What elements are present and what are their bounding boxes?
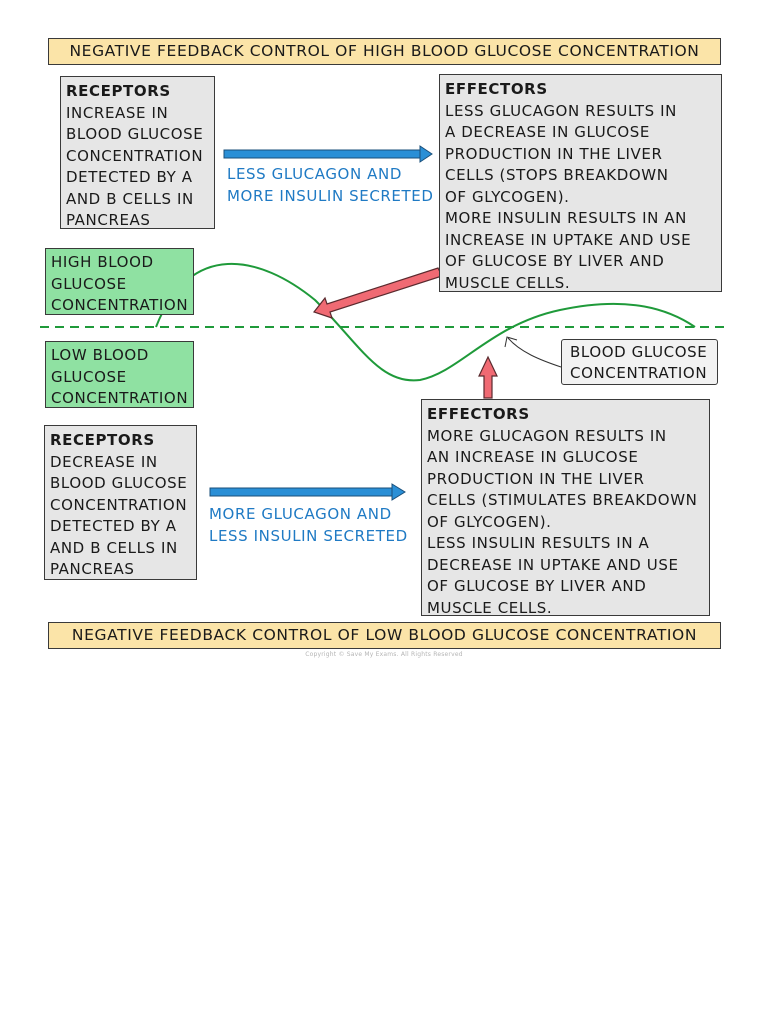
high-effectors-box: EFFECTORS LESS GLUCAGON RESULTS IN A DEC… xyxy=(439,74,722,292)
low-glucose-state: LOW BLOOD GLUCOSE CONCENTRATION xyxy=(45,341,194,408)
high-state-line: CONCENTRATION xyxy=(51,296,189,314)
high-receptors-box: RECEPTORS INCREASE IN BLOOD GLUCOSE CONC… xyxy=(60,76,215,229)
low-arrow-label-line: LESS INSULIN SECRETED xyxy=(209,526,408,545)
low-effectors-line: MUSCLE CELLS. xyxy=(427,598,553,617)
blood-glucose-curve xyxy=(155,263,696,382)
low-effectors-line: LESS INSULIN RESULTS IN A xyxy=(427,534,650,552)
high-effectors-line: PRODUCTION IN THE LIVER xyxy=(445,144,663,163)
bottom-banner: NEGATIVE FEEDBACK CONTROL OF LOW BLOOD G… xyxy=(48,622,721,649)
top-banner: NEGATIVE FEEDBACK CONTROL OF HIGH BLOOD … xyxy=(48,38,721,65)
high-receptors-line: PANCREAS xyxy=(66,211,151,229)
low-effectors-box: EFFECTORS MORE GLUCAGON RESULTS IN AN IN… xyxy=(421,399,710,617)
low-state-line: CONCENTRATION xyxy=(51,389,189,407)
high-effectors-title: EFFECTORS xyxy=(445,80,548,98)
low-effectors-line: OF GLUCOSE BY LIVER AND xyxy=(427,577,647,595)
low-arrow-label-line: MORE GLUCAGON AND xyxy=(209,505,392,523)
high-receptors-line: CONCENTRATION xyxy=(66,146,204,165)
low-receptors-line: CONCENTRATION xyxy=(50,495,188,514)
low-state-line: LOW BLOOD xyxy=(51,346,149,364)
callout-line: BLOOD GLUCOSE xyxy=(570,343,708,361)
high-state-line: GLUCOSE xyxy=(51,274,127,293)
low-state-line: GLUCOSE xyxy=(51,367,127,386)
high-effectors-line: OF GLUCOSE BY LIVER AND xyxy=(445,252,665,270)
high-state-line: HIGH BLOOD xyxy=(51,253,154,271)
low-arrow-label: MORE GLUCAGON AND LESS INSULIN SECRETED xyxy=(209,504,408,547)
low-receptors-line: AND β CELLS IN xyxy=(50,538,178,557)
high-arrow-label-line: MORE INSULIN SECRETED xyxy=(227,186,434,205)
blue-arrow-low xyxy=(209,483,406,501)
blood-glucose-callout: BLOOD GLUCOSE CONCENTRATION xyxy=(561,339,718,385)
high-effectors-line: CELLS (STOPS BREAKDOWN xyxy=(445,166,669,184)
red-arrow-low xyxy=(478,355,498,399)
low-effectors-title: EFFECTORS xyxy=(427,405,530,423)
high-arrow-label: LESS GLUCAGON AND MORE INSULIN SECRETED xyxy=(227,164,434,207)
high-effectors-line: MUSCLE CELLS. xyxy=(445,273,571,292)
high-effectors-line: A DECREASE IN GLUCOSE xyxy=(445,123,650,141)
high-effectors-line: INCREASE IN UPTAKE AND USE xyxy=(445,230,692,249)
low-effectors-line: AN INCREASE IN GLUCOSE xyxy=(427,448,639,466)
low-receptors-line: BLOOD GLUCOSE xyxy=(50,474,188,492)
callout-line: CONCENTRATION xyxy=(570,364,708,382)
low-receptors-title: RECEPTORS xyxy=(50,431,155,449)
callout-pointer xyxy=(507,337,562,368)
high-glucose-state: HIGH BLOOD GLUCOSE CONCENTRATION xyxy=(45,248,194,315)
high-arrow-label-line: LESS GLUCAGON AND xyxy=(227,165,402,183)
low-effectors-line: OF GLYCOGEN). xyxy=(427,512,552,531)
copyright-notice: Copyright © Save My Exams. All Rights Re… xyxy=(305,651,463,658)
high-effectors-line: LESS GLUCAGON RESULTS IN xyxy=(445,101,677,120)
low-effectors-line: PRODUCTION IN THE LIVER xyxy=(427,469,645,488)
blue-arrow-high xyxy=(223,145,433,163)
low-receptors-box: RECEPTORS DECREASE IN BLOOD GLUCOSE CONC… xyxy=(44,425,197,580)
high-receptors-line: DETECTED BY α xyxy=(66,168,193,186)
high-receptors-line: INCREASE IN xyxy=(66,103,169,122)
low-receptors-line: PANCREAS xyxy=(50,560,135,578)
low-effectors-line: CELLS (STIMULATES BREAKDOWN xyxy=(427,491,698,509)
red-arrow-high xyxy=(313,267,443,319)
bottom-banner-text: NEGATIVE FEEDBACK CONTROL OF LOW BLOOD G… xyxy=(71,626,698,644)
low-receptors-line: DECREASE IN xyxy=(50,452,158,471)
high-receptors-line: BLOOD GLUCOSE xyxy=(66,125,204,143)
callout-pointer-head xyxy=(504,336,518,348)
low-receptors-line: DETECTED BY α xyxy=(50,517,177,535)
high-effectors-line: OF GLYCOGEN). xyxy=(445,187,570,206)
high-receptors-title: RECEPTORS xyxy=(66,82,171,100)
low-effectors-line: MORE GLUCAGON RESULTS IN xyxy=(427,426,667,445)
low-effectors-line: DECREASE IN UPTAKE AND USE xyxy=(427,555,679,574)
high-effectors-line: MORE INSULIN RESULTS IN AN xyxy=(445,209,687,227)
top-banner-text: NEGATIVE FEEDBACK CONTROL OF HIGH BLOOD … xyxy=(69,42,700,60)
high-receptors-line: AND β CELLS IN xyxy=(66,189,194,208)
